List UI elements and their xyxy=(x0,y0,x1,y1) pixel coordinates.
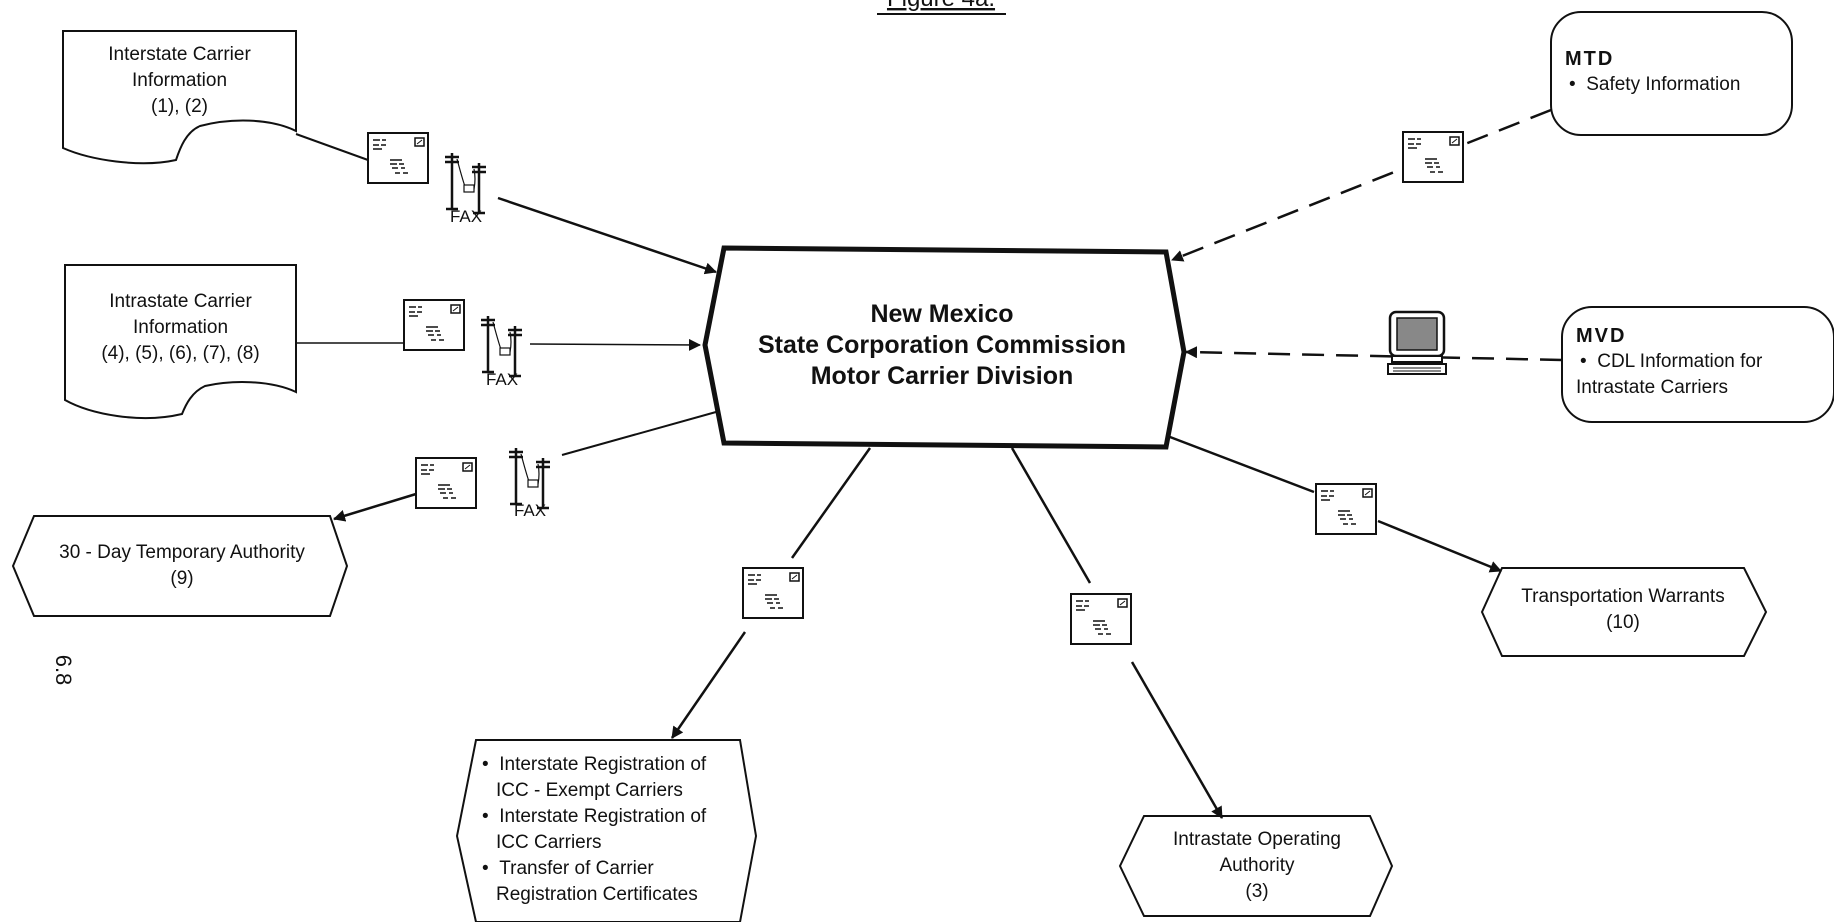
mvd-box xyxy=(1561,306,1834,423)
operating-authority-shape xyxy=(1118,815,1394,917)
mtd-bullet: • Safety Information xyxy=(1569,74,1741,95)
warrants-label: Transportation Warrants (10) xyxy=(1521,586,1725,633)
telephone-pole-icon xyxy=(479,314,524,378)
center-to-operating-line xyxy=(1010,447,1092,584)
center-line-1: New Mexico xyxy=(870,300,1013,328)
telephone-pole-icon xyxy=(507,446,552,510)
mvd-bullet: • CDL Information for xyxy=(1580,351,1763,372)
envelope-icon xyxy=(742,567,804,619)
mtd-to-center-dashed xyxy=(1171,108,1552,262)
fax-label: FAX xyxy=(514,501,546,520)
telephone-pole-icon xyxy=(443,151,488,215)
fax-label: FAX xyxy=(486,370,518,389)
interstate-doc-shape xyxy=(62,30,297,165)
center-line-2: State Corporation Commission xyxy=(758,331,1126,359)
temporary-authority-label: 30 - Day Temporary Authority (9) xyxy=(59,542,305,589)
registration-shape xyxy=(455,739,758,922)
center-to-temporary-arrow xyxy=(333,492,417,522)
center-to-warrants-arrow xyxy=(1377,519,1502,573)
center-to-warrants-line xyxy=(1169,435,1315,494)
mtd-title: MTD xyxy=(1565,48,1615,70)
interstate-doc-label: Interstate Carrier Information (1), (2) xyxy=(108,44,251,117)
envelope-icon xyxy=(415,457,477,509)
warrants-shape xyxy=(1480,567,1768,657)
center-to-registration-line xyxy=(790,447,872,559)
mvd-label: MVD • CDL Information for Intrastate Car… xyxy=(1576,323,1826,401)
interstate-to-center-arrow xyxy=(497,196,717,275)
envelope-icon xyxy=(1402,131,1464,183)
temporary-authority-shape xyxy=(11,515,349,617)
center-line-3: Motor Carrier Division xyxy=(811,362,1074,390)
mtd-label: MTD • Safety Information xyxy=(1565,46,1785,98)
center-to-operating-arrow xyxy=(1130,661,1224,819)
envelope-icon xyxy=(1070,593,1132,645)
center-to-fax-line xyxy=(561,411,717,456)
intrastate-to-center-arrow xyxy=(529,338,701,351)
center-to-registration-arrow xyxy=(670,631,747,739)
mvd-title: MVD xyxy=(1576,325,1627,347)
intrastate-doc-label: Intrastate Carrier Information (4), (5),… xyxy=(101,291,260,364)
center-hexagon xyxy=(702,245,1187,450)
envelope-icon xyxy=(403,299,465,351)
mtd-box xyxy=(1550,11,1793,136)
fax-label: FAX xyxy=(450,207,482,226)
envelope-icon xyxy=(367,132,429,184)
interstate-connector xyxy=(295,133,369,161)
computer-terminal-icon xyxy=(1387,310,1447,375)
envelope-icon xyxy=(1315,483,1377,535)
mvd-to-center-dashed xyxy=(1185,346,1563,362)
intrastate-doc-shape xyxy=(64,264,297,419)
operating-authority-label: Intrastate Operating Authority (3) xyxy=(1173,829,1341,902)
figure-title: Figure 4a. xyxy=(887,0,995,12)
page-number: 6.8 xyxy=(51,655,76,686)
